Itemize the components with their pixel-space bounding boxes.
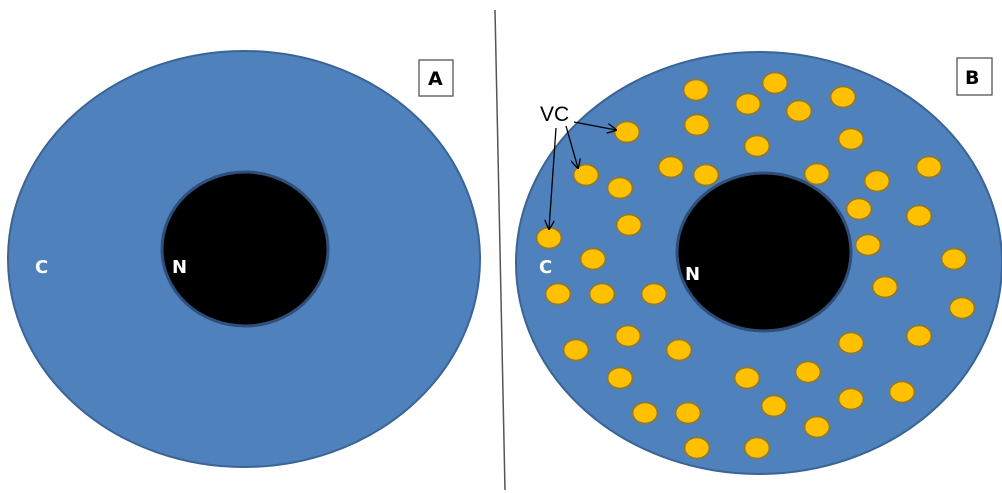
- panel-b-label-box: [956, 57, 993, 96]
- panel-b-nucleus-label: N: [685, 264, 700, 285]
- panel-a-label-box: [418, 59, 454, 97]
- vacuole: [837, 127, 865, 151]
- vacuole-group: [535, 71, 976, 460]
- vacuole: [915, 155, 943, 179]
- vacuole: [614, 324, 642, 348]
- vacuole-arrow: [549, 127, 557, 229]
- vacuole: [905, 204, 933, 228]
- vacuole: [631, 401, 659, 425]
- vacuole-label: VC: [540, 103, 569, 126]
- vacuole: [606, 176, 634, 200]
- vacuole: [761, 71, 789, 95]
- vacuole: [940, 247, 968, 271]
- panel-divider: [494, 9, 506, 491]
- vacuole: [640, 282, 668, 306]
- vacuole: [733, 366, 761, 390]
- panel-a-nucleus: [160, 170, 330, 328]
- vacuole: [606, 366, 634, 390]
- vacuole: [803, 162, 831, 186]
- vacuole: [682, 78, 710, 102]
- vacuole: [785, 99, 813, 123]
- vacuole: [665, 338, 693, 362]
- vacuole: [562, 338, 590, 362]
- vacuole: [615, 213, 643, 237]
- vacuole: [674, 401, 702, 425]
- vacuole: [905, 324, 933, 348]
- panel-b-nucleus: [675, 171, 853, 333]
- panel-b: C N VC B: [515, 51, 1002, 475]
- vacuole: [535, 226, 563, 250]
- vacuole: [803, 415, 831, 439]
- panel-a-cytoplasm-label: C: [35, 257, 48, 278]
- panel-b-cytoplasm-label: C: [539, 257, 552, 278]
- vacuole: [837, 387, 865, 411]
- panel-a-label: A: [428, 68, 443, 90]
- vacuole: [794, 360, 822, 384]
- vacuole: [948, 296, 976, 320]
- vacuole: [579, 247, 607, 271]
- vacuole: [544, 282, 572, 306]
- panel-a-nucleus-label: N: [172, 257, 187, 278]
- vacuole: [743, 436, 771, 460]
- vacuole: [845, 197, 873, 221]
- vacuole: [863, 169, 891, 193]
- vacuole: [743, 134, 771, 158]
- vacuole: [613, 120, 641, 144]
- vacuole: [829, 85, 857, 109]
- vacuole: [588, 282, 616, 306]
- vacuole: [837, 331, 865, 355]
- vacuole: [692, 163, 720, 187]
- vacuole: [760, 394, 788, 418]
- vacuole-arrow: [573, 121, 616, 130]
- vacuole: [888, 380, 916, 404]
- vacuole: [871, 275, 899, 299]
- vacuole: [657, 155, 685, 179]
- panel-b-label: B: [965, 67, 979, 89]
- panel-a: C N A: [7, 50, 481, 468]
- vacuole: [854, 233, 882, 257]
- vacuole: [734, 92, 762, 116]
- vacuole: [683, 436, 711, 460]
- vacuole-arrow: [565, 125, 578, 168]
- vacuole: [683, 113, 711, 137]
